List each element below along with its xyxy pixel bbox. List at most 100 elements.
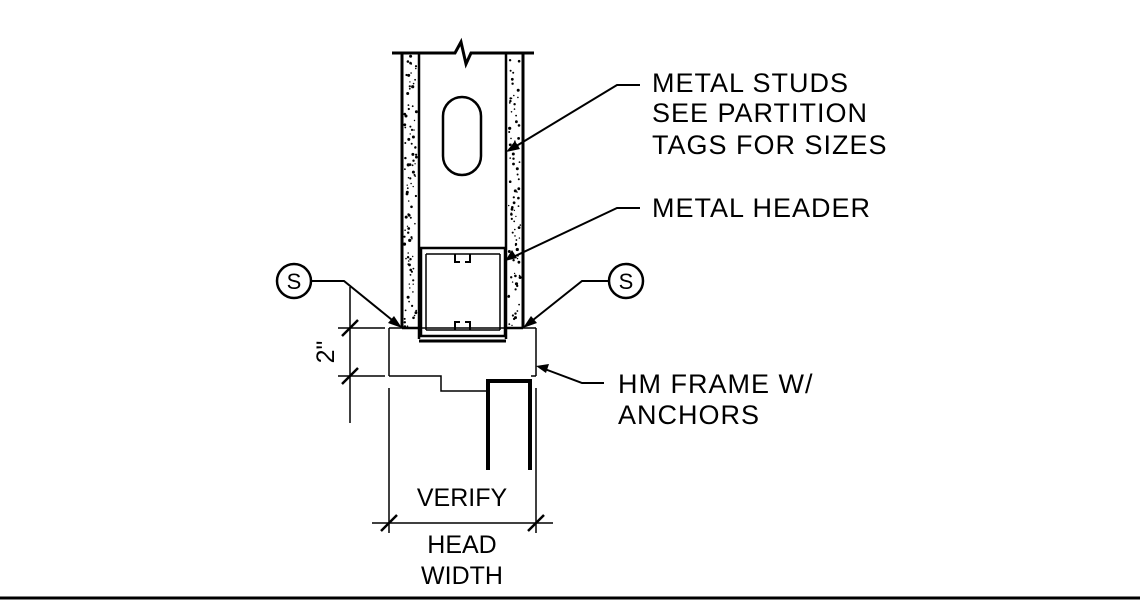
sealant-arrow-left	[388, 316, 402, 328]
gyp-stipple-dot	[409, 216, 412, 219]
gyp-stipple-dot	[414, 65, 418, 68]
gyp-stipple-dot	[508, 126, 512, 130]
gyp-stipple-dot	[415, 153, 418, 156]
gyp-stipple-dot	[508, 323, 511, 325]
head-width-label-line2: WIDTH	[421, 562, 503, 590]
gyp-stipple-dot	[514, 282, 519, 286]
gyp-stipple-dot	[411, 85, 415, 89]
header-track-lip-tr	[465, 254, 471, 263]
gyp-stipple-dot	[408, 300, 410, 303]
head-width-tick-right	[527, 514, 545, 532]
gyp-stipple-dot	[412, 159, 415, 162]
gyp-stipple-dot	[411, 135, 415, 139]
metal-studs-label-line1: METAL STUDS	[652, 68, 849, 98]
gyp-stipple-dot	[509, 97, 512, 100]
hm-frame-label-line2: ANCHORS	[618, 400, 760, 430]
gyp-stipple-dot	[515, 247, 519, 252]
gyp-stipple-dot	[404, 142, 407, 144]
gyp-stipple-dot	[412, 291, 414, 293]
gyp-stipple-dot	[413, 314, 416, 317]
gyp-stipple-dot	[511, 206, 514, 209]
gyp-stipple-dot	[412, 279, 415, 282]
header-track-lip-bl	[454, 321, 460, 330]
gyp-stipple-dot	[509, 69, 512, 72]
gyp-stipple-dot	[513, 189, 517, 193]
gyp-stipple-dot	[408, 87, 411, 90]
gyp-stipple-dot	[508, 204, 510, 207]
dim-2in-tick-bottom	[341, 367, 359, 385]
gyp-stipple-dot	[411, 164, 414, 167]
gyp-stipple-dot	[406, 325, 409, 328]
gyp-stipple-dot	[411, 170, 415, 174]
verify-label: VERIFY	[417, 484, 508, 512]
gyp-stipple-dot	[409, 274, 412, 276]
gyp-stipple-dot	[412, 283, 414, 285]
gyp-stipple-dot	[413, 129, 415, 131]
gyp-stipple-dot	[404, 168, 406, 171]
gyp-stipple-dot	[510, 276, 513, 279]
gyp-stipple-dot	[514, 312, 517, 315]
metal-header-label: METAL HEADER	[652, 193, 871, 223]
header-track-lip-tl	[454, 254, 460, 263]
door-leaf-edge	[486, 379, 532, 470]
gyp-stipple-dot	[406, 225, 409, 227]
gyp-stipple-dot	[415, 155, 418, 159]
frame-soffit-stop	[389, 375, 488, 392]
gyp-board-stipple-left	[402, 54, 418, 328]
gyp-stipple-dot	[510, 212, 513, 215]
gyp-stipple-dot	[508, 180, 512, 183]
gyp-stipple-dot	[517, 59, 521, 63]
gyp-stipple-dot	[512, 196, 515, 199]
gyp-stipple-dot	[518, 161, 521, 164]
gyp-stipple-dot	[404, 156, 407, 160]
gyp-stipple-dot	[517, 226, 521, 230]
gyp-stipple-dot	[403, 321, 406, 324]
gyp-stipple-dot	[517, 96, 519, 99]
gyp-stipple-dot	[517, 178, 520, 181]
gyp-stipple-dot	[514, 244, 517, 247]
metal-header	[419, 246, 507, 338]
gyp-stipple-dot	[515, 215, 517, 218]
gyp-stipple-dot	[414, 222, 416, 225]
gyp-stipple-dot	[406, 184, 408, 186]
gyp-stipple-dot	[515, 239, 518, 241]
gyp-stipple-dot	[513, 94, 515, 97]
gyp-stipple-dot	[409, 177, 412, 180]
gyp-stipple-dot	[511, 82, 514, 85]
gyp-stipple-dot	[407, 227, 411, 230]
gyp-stipple-dot	[409, 258, 412, 261]
gyp-stipple-dot	[512, 71, 515, 74]
gyp-stipple-dot	[516, 191, 518, 193]
gyp-stipple-dot	[410, 128, 414, 131]
gyp-stipple-dot	[518, 303, 520, 306]
gyp-stipple-dot	[408, 238, 412, 242]
gyp-stipple-dot	[514, 228, 516, 231]
gyp-stipple-dot	[409, 81, 411, 83]
gyp-stipple-dot	[409, 268, 413, 272]
gyp-stipple-dot	[514, 288, 517, 291]
sealant-tag-left-group: S	[275, 262, 402, 328]
gyp-stipple-dot	[517, 187, 521, 191]
gyp-stipple-dot	[404, 229, 406, 231]
header-outer	[419, 246, 507, 338]
gyp-stipple-dot	[513, 108, 516, 110]
gyp-stipple-dot	[516, 257, 519, 260]
gyp-stipple-dot	[512, 157, 515, 160]
gyp-stipple-dot	[515, 167, 519, 171]
gyp-stipple-dot	[507, 295, 511, 298]
gyp-stipple-dot	[412, 267, 415, 270]
gyp-stipple-dot	[407, 107, 410, 111]
sealant-tag-left: S	[287, 269, 302, 294]
gyp-stipple-dot	[517, 260, 521, 264]
gyp-stipple-dot	[519, 224, 522, 226]
gyp-stipple-dot	[412, 316, 415, 320]
gyp-stipple-dot	[406, 295, 410, 299]
gyp-stipple-dot	[409, 287, 411, 289]
gyp-stipple-dot	[512, 317, 516, 321]
gyp-stipple-dot	[516, 88, 520, 92]
gyp-stipple-dot	[510, 207, 514, 211]
gyp-stipple-dot	[516, 173, 519, 176]
gyp-stipple-dot	[403, 325, 407, 328]
gyp-stipple-dot	[408, 263, 411, 267]
